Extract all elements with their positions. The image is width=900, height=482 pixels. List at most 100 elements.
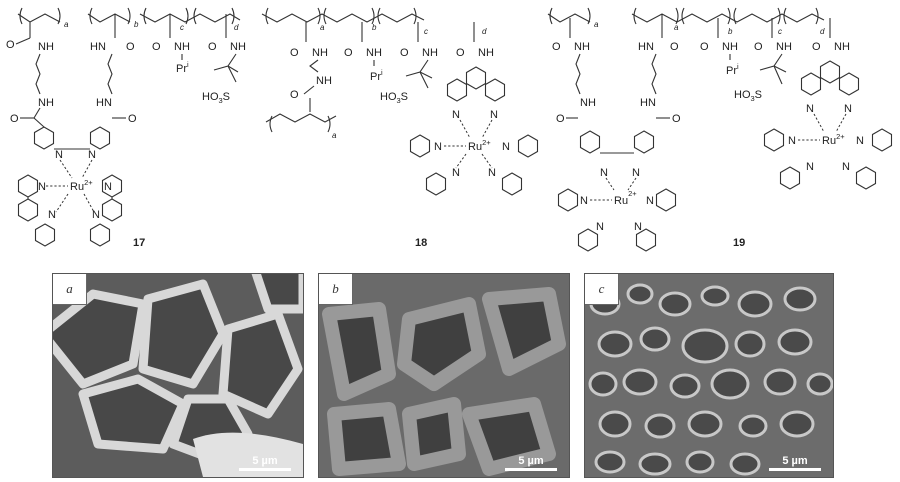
svg-text:NH: NH	[574, 41, 590, 53]
svg-text:17: 17	[133, 237, 145, 249]
svg-text:O: O	[552, 41, 561, 53]
compound-19: a O NH NH O N a b c d HN O HN O N Ru2+ N…	[547, 7, 893, 252]
svg-text:N: N	[788, 135, 796, 147]
svg-text:N: N	[38, 181, 46, 193]
compound-17: a O NH NH O N b HN O HN O N c d O NH	[6, 7, 246, 249]
svg-text:O: O	[152, 41, 161, 53]
svg-text:c: c	[424, 27, 428, 36]
svg-text:NH: NH	[366, 47, 382, 59]
sem-panel-c: c 5 µm	[584, 273, 834, 478]
svg-text:N: N	[502, 141, 510, 153]
svg-text:N: N	[600, 167, 608, 179]
svg-text:NH: NH	[230, 41, 246, 53]
svg-text:O: O	[10, 113, 19, 125]
svg-text:N: N	[806, 103, 814, 115]
svg-text:N: N	[452, 167, 460, 179]
svg-text:N: N	[856, 135, 864, 147]
svg-text:NH: NH	[478, 47, 494, 59]
svg-text:HN: HN	[96, 97, 112, 109]
svg-text:O: O	[208, 41, 217, 53]
svg-text:d: d	[482, 27, 487, 36]
scale-bar-c: 5 µm	[769, 455, 821, 471]
svg-text:O: O	[754, 41, 763, 53]
svg-text:NH: NH	[422, 47, 438, 59]
svg-text:Pri: Pri	[370, 68, 383, 83]
svg-text:NH: NH	[776, 41, 792, 53]
svg-text:O: O	[290, 89, 299, 101]
svg-text:O: O	[670, 41, 679, 53]
svg-text:NH: NH	[174, 41, 190, 53]
chemical-structures-scheme: a O NH NH O N b HN O HN O N c d O NH	[6, 7, 893, 252]
svg-text:HO3S: HO3S	[202, 91, 230, 105]
svg-text:N: N	[88, 149, 96, 161]
panel-label-b: b	[319, 274, 353, 305]
scale-bar-b: 5 µm	[505, 455, 557, 471]
svg-text:N: N	[632, 167, 640, 179]
svg-text:N: N	[842, 161, 850, 173]
svg-text:Pri: Pri	[726, 62, 739, 77]
svg-text:19: 19	[733, 237, 745, 249]
svg-text:NH: NH	[580, 97, 596, 109]
svg-text:18: 18	[415, 237, 427, 249]
svg-text:Ru2+: Ru2+	[822, 132, 845, 147]
svg-text:N: N	[434, 141, 442, 153]
svg-text:HN: HN	[640, 97, 656, 109]
svg-text:N: N	[92, 209, 100, 221]
svg-text:a: a	[594, 20, 599, 29]
svg-text:N: N	[490, 109, 498, 121]
svg-text:a: a	[332, 131, 337, 140]
svg-text:O: O	[812, 41, 821, 53]
svg-text:NH: NH	[316, 75, 332, 87]
sem-panel-b: b 5 µm	[318, 273, 570, 478]
sem-panel-a: a 5 µm	[52, 273, 304, 478]
svg-text:O: O	[290, 47, 299, 59]
svg-text:HN: HN	[638, 41, 654, 53]
panel-label-a: a	[53, 274, 87, 305]
svg-text:N: N	[452, 109, 460, 121]
svg-text:O: O	[400, 47, 409, 59]
svg-text:c: c	[778, 27, 782, 36]
svg-text:a: a	[320, 23, 325, 32]
svg-text:NH: NH	[38, 97, 54, 109]
svg-text:b: b	[728, 27, 733, 36]
svg-text:Ru2+: Ru2+	[468, 138, 491, 153]
svg-text:Ru2+: Ru2+	[70, 178, 93, 193]
svg-text:N: N	[806, 161, 814, 173]
svg-text:O: O	[344, 47, 353, 59]
svg-text:c: c	[180, 23, 184, 32]
svg-text:O: O	[128, 113, 137, 125]
svg-text:NH: NH	[834, 41, 850, 53]
svg-text:O: O	[6, 39, 15, 51]
svg-text:N: N	[488, 167, 496, 179]
svg-text:b: b	[134, 20, 139, 29]
svg-text:a: a	[64, 20, 69, 29]
panel-label-c: c	[585, 274, 619, 305]
svg-text:d: d	[234, 23, 239, 32]
svg-text:N: N	[48, 209, 56, 221]
scale-bar-a: 5 µm	[239, 455, 291, 471]
svg-text:HN: HN	[90, 41, 106, 53]
svg-text:HO3S: HO3S	[734, 89, 762, 103]
svg-text:NH: NH	[722, 41, 738, 53]
svg-text:Pri: Pri	[176, 60, 189, 75]
svg-text:O: O	[556, 113, 565, 125]
svg-text:a: a	[674, 23, 679, 32]
svg-text:O: O	[700, 41, 709, 53]
svg-text:Ru2+: Ru2+	[614, 189, 637, 207]
svg-text:N: N	[844, 103, 852, 115]
svg-text:N: N	[104, 181, 112, 193]
svg-text:N: N	[634, 221, 642, 233]
svg-text:O: O	[126, 41, 135, 53]
svg-text:O: O	[456, 47, 465, 59]
svg-text:NH: NH	[312, 47, 328, 59]
svg-text:N: N	[55, 149, 63, 161]
svg-text:N: N	[646, 195, 654, 207]
svg-text:N: N	[580, 195, 588, 207]
svg-text:b: b	[372, 23, 377, 32]
svg-text:N: N	[596, 221, 604, 233]
svg-text:HO3S: HO3S	[380, 91, 408, 105]
compound-18: a b c d O NH NH O a O NH Pri O NH HO3S O…	[261, 7, 539, 249]
svg-text:NH: NH	[38, 41, 54, 53]
svg-text:d: d	[820, 27, 825, 36]
svg-text:O: O	[672, 113, 681, 125]
